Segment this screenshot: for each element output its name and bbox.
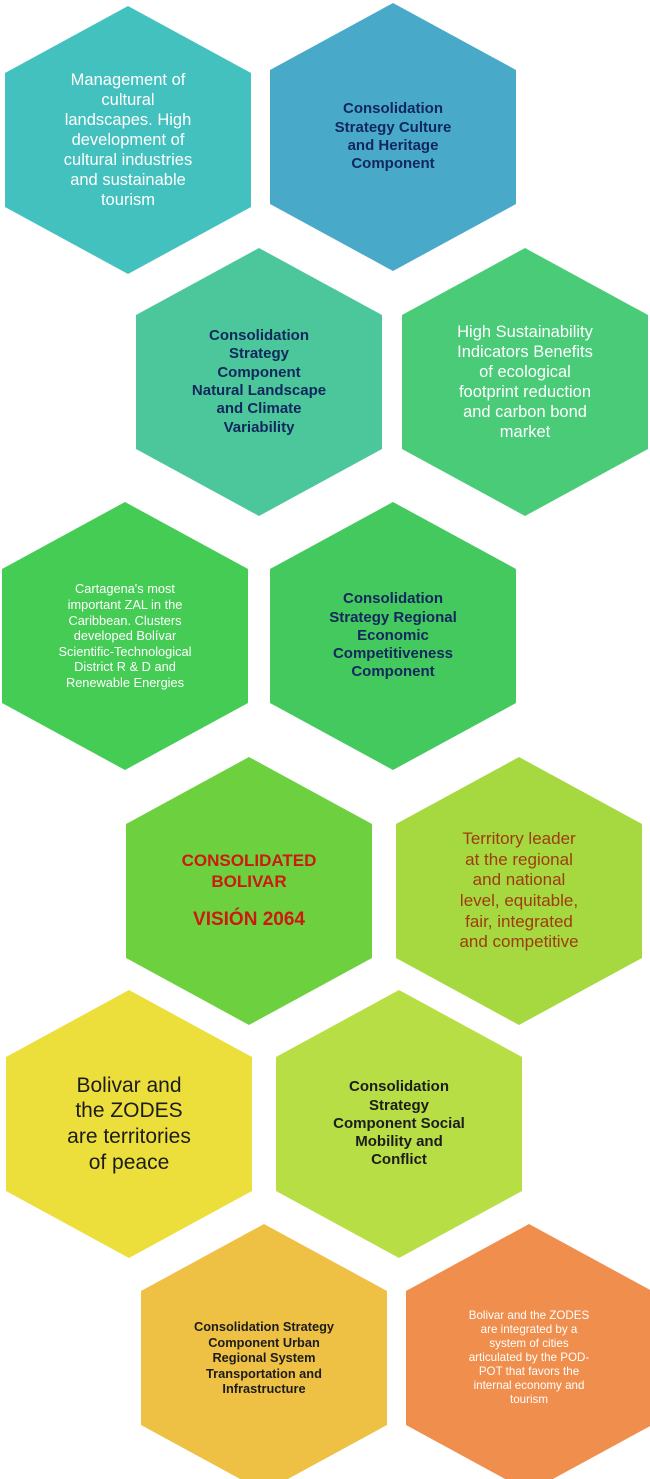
hexagon-territory-leader[interactable]: Territory leader at the regional and nat… xyxy=(396,757,642,1025)
hexagon-title-block: CONSOLIDATED BOLIVAR VISIÓN 2064 xyxy=(126,829,372,954)
hexagon-label: Bolivar and the ZODES are integrated by … xyxy=(468,1308,590,1407)
hexagon-label: Consolidation Strategy Component Urban R… xyxy=(193,1318,335,1397)
hexagon-sustainability-indicators[interactable]: High Sustainability Indicators Benefits … xyxy=(402,248,648,516)
hexagon-label: Consolidation Strategy Culture and Herit… xyxy=(334,100,452,173)
hexagon-cartagena-zal-clusters[interactable]: Cartagena's most important ZAL in the Ca… xyxy=(2,502,248,770)
hexagon-label: Consolidation Strategy Component Natural… xyxy=(191,327,327,436)
vision-title-line1: CONSOLIDATED BOLIVAR xyxy=(181,850,317,892)
hexagon-cultural-landscapes[interactable]: Management of cultural landscapes. High … xyxy=(5,6,251,274)
hexagon-label: Bolivar and the ZODES are territories of… xyxy=(67,1073,191,1174)
hexagon-label: High Sustainability Indicators Benefits … xyxy=(457,322,593,442)
hexagon-label: Consolidation Strategy Component Social … xyxy=(333,1078,465,1169)
hexagon-label: Consolidation Strategy Regional Economic… xyxy=(329,590,457,681)
hexagon-social-mobility-conflict[interactable]: Consolidation Strategy Component Social … xyxy=(276,990,522,1258)
hexagon-system-of-cities-podpot[interactable]: Bolivar and the ZODES are integrated by … xyxy=(406,1224,650,1479)
hexagon-regional-economic-competitiveness[interactable]: Consolidation Strategy Regional Economic… xyxy=(270,502,516,770)
hexagon-label: Management of cultural landscapes. High … xyxy=(63,70,193,210)
hexagon-urban-regional-transport[interactable]: Consolidation Strategy Component Urban R… xyxy=(141,1224,387,1479)
hexagon-culture-heritage-component[interactable]: Consolidation Strategy Culture and Herit… xyxy=(270,3,516,271)
hexagon-territories-of-peace[interactable]: Bolivar and the ZODES are territories of… xyxy=(6,990,252,1258)
hexagon-label: Territory leader at the regional and nat… xyxy=(459,828,579,952)
hexagon-consolidated-bolivar-vision[interactable]: CONSOLIDATED BOLIVAR VISIÓN 2064 xyxy=(126,757,372,1025)
hexagon-label: Cartagena's most important ZAL in the Ca… xyxy=(58,581,192,691)
vision-title-line2: VISIÓN 2064 xyxy=(193,909,305,931)
hexagon-natural-landscape-climate[interactable]: Consolidation Strategy Component Natural… xyxy=(136,248,382,516)
